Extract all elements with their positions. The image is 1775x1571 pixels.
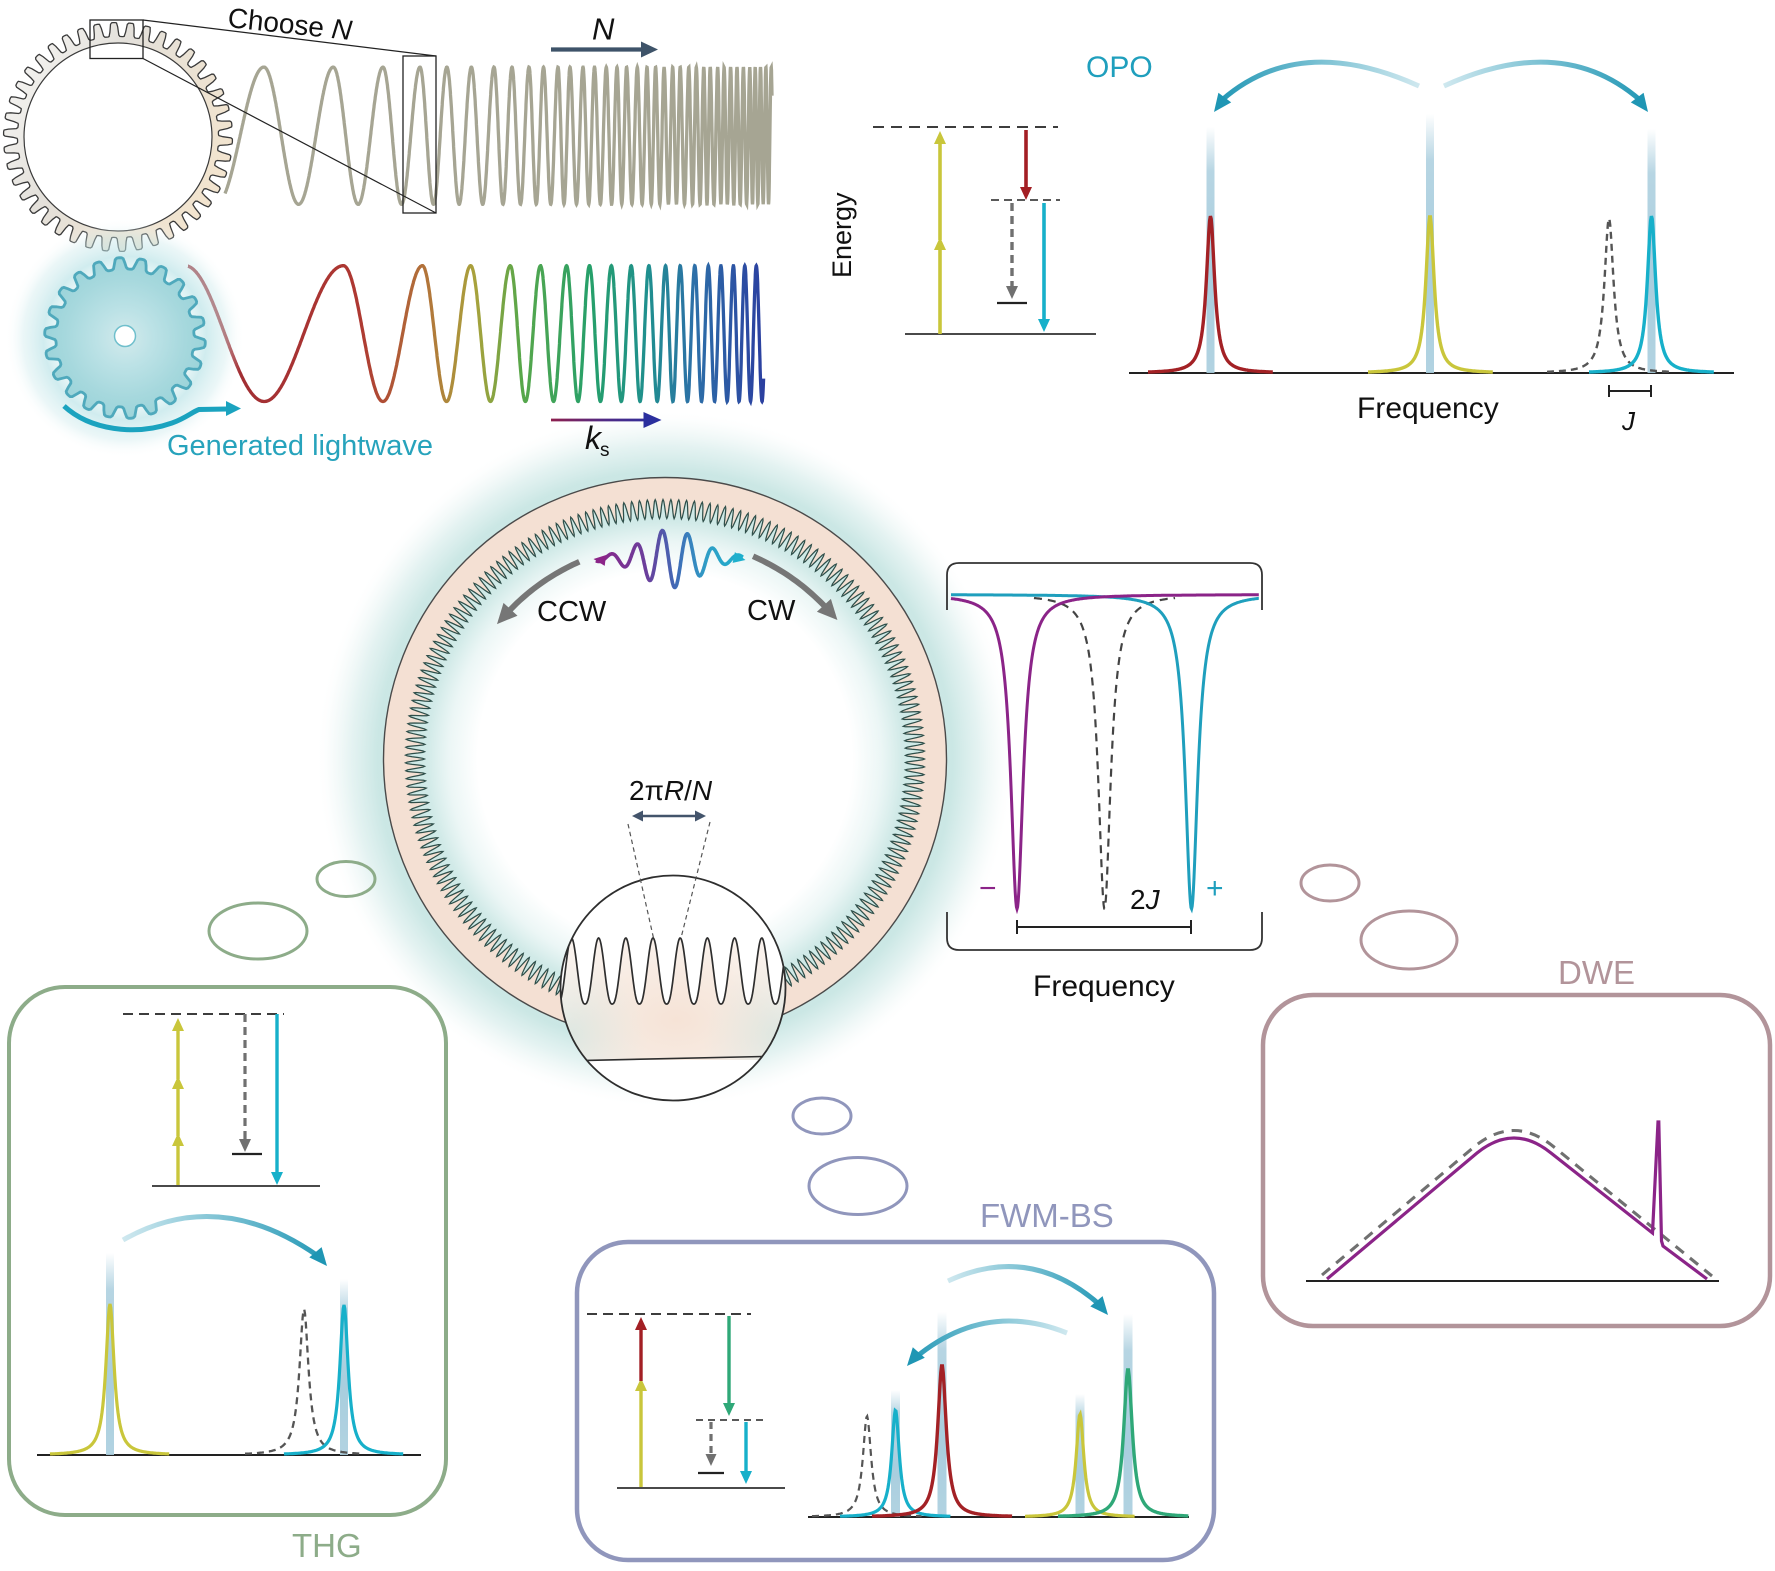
svg-text:k: k xyxy=(585,420,603,456)
svg-text:s: s xyxy=(600,440,610,461)
svg-text:CCW: CCW xyxy=(537,596,607,628)
svg-text:Frequency: Frequency xyxy=(1357,392,1499,425)
svg-text:DWE: DWE xyxy=(1558,954,1635,991)
svg-text:−: − xyxy=(979,872,997,905)
svg-text:Generated lightwave: Generated lightwave xyxy=(167,430,433,462)
svg-text:FWM-BS: FWM-BS xyxy=(980,1197,1114,1234)
svg-text:CW: CW xyxy=(747,595,796,627)
svg-text:Choose N: Choose N xyxy=(226,2,354,46)
svg-text:J: J xyxy=(1621,406,1636,436)
svg-text:Frequency: Frequency xyxy=(1033,970,1175,1003)
svg-text:Energy: Energy xyxy=(827,192,857,278)
svg-text:2J: 2J xyxy=(1130,884,1161,915)
svg-text:OPO: OPO xyxy=(1086,51,1153,84)
svg-text:2πR/N: 2πR/N xyxy=(629,775,713,806)
svg-text:+: + xyxy=(1206,872,1224,905)
svg-text:THG: THG xyxy=(292,1527,362,1564)
svg-text:N: N xyxy=(592,12,615,47)
